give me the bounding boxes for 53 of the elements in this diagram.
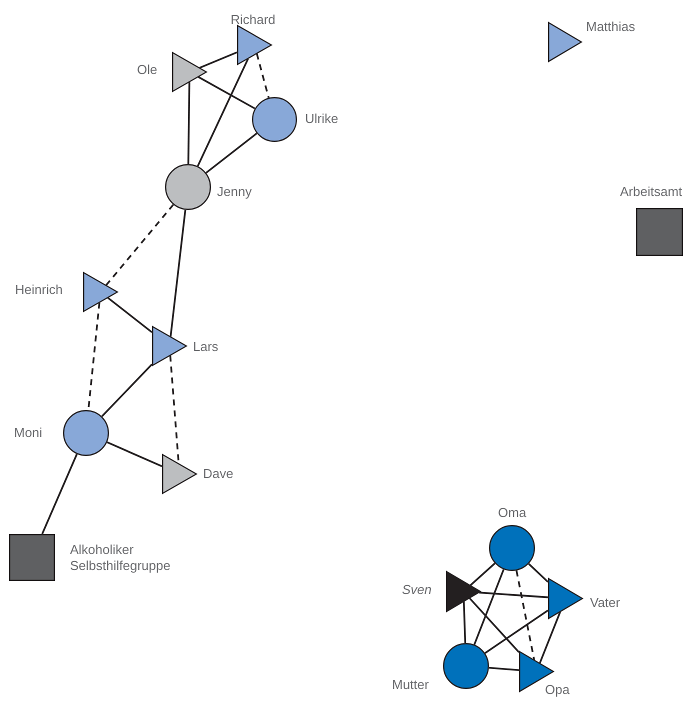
- tie-line: [106, 441, 162, 468]
- male-triangle-symbol: [446, 571, 481, 612]
- male-triangle-symbol: [83, 272, 118, 312]
- person-name: Ulrike: [305, 111, 338, 127]
- tie-line: [488, 666, 520, 672]
- tie-line: [528, 563, 549, 583]
- dashed-tie-line: [516, 570, 536, 660]
- person-name: Opa: [545, 682, 570, 698]
- female-circle-symbol: [63, 410, 109, 456]
- person-name: Moni: [14, 425, 42, 441]
- female-circle-symbol: [489, 525, 535, 571]
- tie-line: [206, 132, 258, 174]
- person-name: Vater: [590, 595, 620, 611]
- male-triangle-symbol: [548, 22, 582, 62]
- person-name: Heinrich: [15, 282, 63, 298]
- dashed-tie-line: [256, 53, 270, 98]
- male-triangle-symbol: [237, 25, 272, 65]
- person-name: Jenny: [217, 184, 252, 200]
- male-triangle-symbol: [152, 326, 187, 366]
- tie-line: [538, 612, 562, 664]
- tie-line: [187, 82, 190, 164]
- tie-line: [484, 610, 548, 654]
- tie-line: [479, 592, 548, 598]
- female-circle-symbol: [165, 164, 211, 210]
- tie-line: [199, 51, 238, 69]
- dashed-tie-line: [105, 204, 174, 286]
- tie-line: [462, 602, 466, 644]
- female-circle-symbol: [443, 643, 489, 689]
- tie-line: [107, 297, 153, 334]
- person-name: Sven: [402, 582, 432, 598]
- institution-square-symbol: [9, 534, 55, 581]
- male-triangle-symbol: [162, 454, 197, 494]
- person-name: Matthias: [586, 19, 636, 35]
- tie-line: [474, 569, 504, 645]
- person-name: Mutter: [392, 677, 429, 693]
- tie-line: [198, 76, 256, 110]
- tie-line: [41, 454, 78, 534]
- tie-line: [470, 562, 496, 586]
- tie-line: [170, 210, 186, 337]
- male-triangle-symbol: [548, 578, 583, 619]
- person-name: Arbeitsamt: [620, 184, 682, 200]
- institution-square-symbol: [636, 208, 683, 256]
- tie-line: [101, 364, 153, 418]
- female-circle-symbol: [252, 97, 297, 142]
- person-name: Oma: [498, 505, 526, 521]
- tie-line: [196, 58, 249, 167]
- person-name: Lars: [193, 339, 218, 355]
- person-name: Dave: [203, 466, 234, 482]
- person-name: Richard: [230, 12, 276, 28]
- tie-line: [468, 598, 520, 653]
- person-name: Alkoholiker Selbsthilfegruppe: [70, 542, 172, 574]
- person-name: Ole: [137, 62, 158, 78]
- male-triangle-symbol: [172, 52, 207, 92]
